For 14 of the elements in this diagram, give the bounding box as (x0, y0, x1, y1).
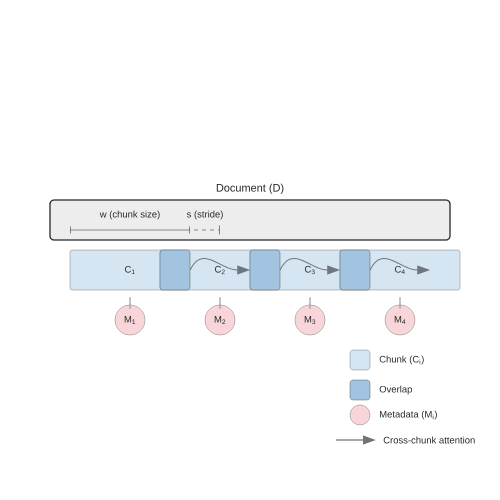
node-label: Document (D) (216, 184, 284, 194)
legend-label: Chunk (C$_{i}$) (380, 356, 424, 364)
connector-line (129, 297, 131, 309)
dimension-label: w (chunk size) (100, 210, 160, 220)
dimension-label: s (stride) (186, 210, 223, 220)
connector-line (219, 297, 221, 309)
overlap-box (340, 250, 370, 290)
legend-label: Overlap (380, 386, 412, 394)
overlap-box (160, 250, 190, 290)
connector-line (309, 297, 311, 309)
connector-line (399, 297, 401, 309)
legend-label: Metadata (M$_{i}$) (380, 410, 437, 420)
overlap-box (250, 250, 280, 290)
legend-label: Cross-chunk attention (384, 436, 475, 444)
